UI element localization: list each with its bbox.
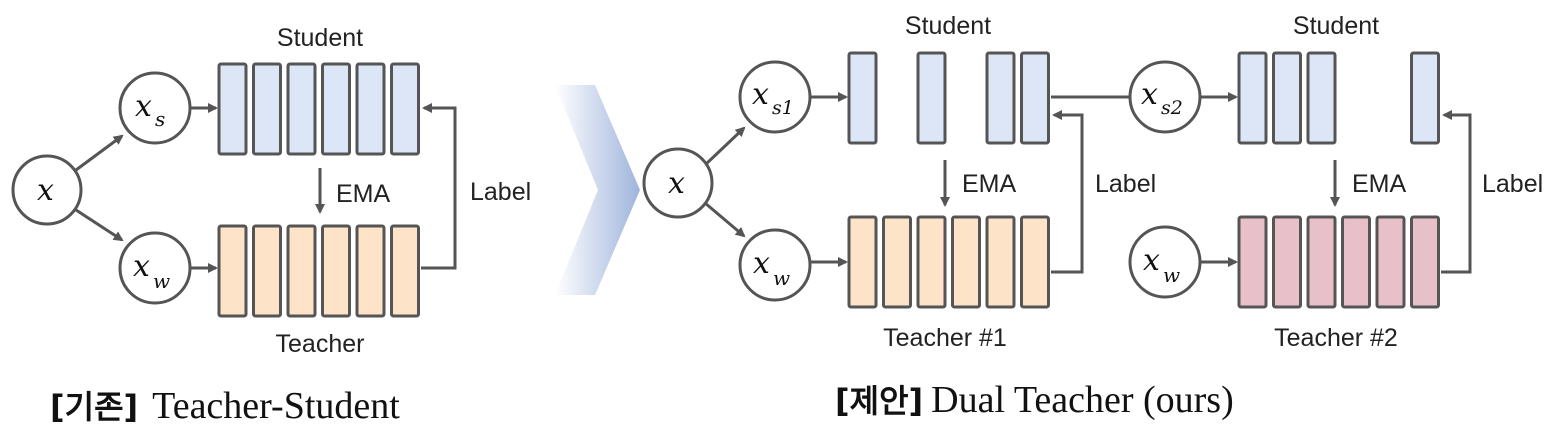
teacher1-label: Teacher #1 — [883, 324, 1007, 352]
label-feedback-arrow-1 — [1051, 110, 1084, 274]
teacher-label: Teacher — [276, 330, 365, 358]
left-teacher-layer — [355, 224, 386, 318]
right-student1-layer — [985, 51, 1016, 145]
arrow-x-to-xw — [75, 208, 124, 242]
label-feedback-arrow-2 — [1441, 110, 1472, 274]
node-x — [11, 154, 83, 226]
arrow-x-to-xw1 — [704, 201, 746, 238]
left-teacher-layer — [217, 224, 248, 318]
right-teacher2-layer — [1375, 215, 1406, 309]
node-xs — [118, 71, 192, 145]
right-teacher1-layer — [847, 215, 878, 309]
left-student-layer — [252, 62, 282, 156]
label-text-1: Label — [1095, 170, 1156, 198]
node-xs1 — [738, 60, 812, 134]
node-xw1 — [738, 228, 812, 302]
node-x-label: x — [37, 173, 54, 208]
node-xw1-label: x — [753, 246, 770, 281]
student1-label: Student — [905, 12, 991, 40]
right-caption-text: Dual Teacher (ours) — [931, 379, 1234, 421]
right-student2-layer — [1237, 51, 1268, 145]
right-student2-layer — [1306, 51, 1337, 145]
right-teacher2-layer — [1410, 215, 1440, 309]
right-student2-layer — [1410, 51, 1440, 145]
node-xs2-label: x — [1141, 77, 1158, 112]
left-teacher-layer — [286, 224, 317, 318]
node-xs1-sub: s1 — [772, 97, 794, 119]
label-text: Label — [470, 178, 531, 206]
node-xw2-sub: w — [1163, 263, 1180, 287]
left-teacher-layer — [321, 224, 351, 318]
left-teacher-layer — [390, 224, 420, 318]
right-teacher1-layer — [985, 215, 1016, 309]
right-student1-layer — [916, 51, 947, 145]
right-teacher2-layer — [1306, 215, 1337, 309]
ema-label: EMA — [336, 180, 391, 208]
right-teacher1-layer — [882, 215, 912, 309]
ema-label-1: EMA — [962, 170, 1017, 198]
left-student-layer — [355, 62, 386, 156]
right-teacher1-layer — [916, 215, 947, 309]
right-teacher2-layer — [1341, 215, 1371, 309]
right-teacher1-layer — [951, 215, 981, 309]
node-xw2-label: x — [1143, 243, 1160, 278]
arrow-x-to-xs1 — [703, 126, 746, 167]
layer-bars — [217, 51, 1440, 318]
right-student1-layer — [1020, 51, 1050, 145]
label-feedback-arrow — [421, 103, 457, 270]
left-student-layer — [217, 62, 248, 156]
label-text-2: Label — [1482, 170, 1543, 198]
arrow-x-to-xs — [75, 134, 124, 172]
right-teacher2-layer — [1272, 215, 1302, 309]
right-caption-tag: [제안] — [835, 382, 923, 420]
node-xs2-sub: s2 — [1161, 97, 1183, 119]
student-label: Student — [277, 24, 363, 52]
left-caption: [기존] Teacher-Student — [50, 385, 400, 424]
node-xw2 — [1128, 225, 1202, 299]
node-xw-label: x — [133, 249, 150, 284]
node-xs-sub: s — [155, 107, 165, 131]
right-teacher1-layer — [1020, 215, 1050, 309]
right-student1-layer — [847, 51, 878, 145]
right-caption: [제안]Dual Teacher (ours) — [835, 379, 1234, 421]
left-student-layer — [286, 62, 317, 156]
node-x-label: x — [668, 166, 685, 201]
node-xs1-label: x — [752, 77, 769, 112]
transition-chevron-icon — [555, 85, 640, 295]
node-xs2 — [1128, 60, 1202, 134]
node-xw-sub: w — [153, 269, 170, 293]
node-xw — [118, 231, 192, 305]
ema-label-2: EMA — [1352, 170, 1407, 198]
left-student-layer — [321, 62, 351, 156]
left-student-layer — [390, 62, 420, 156]
teacher2-label: Teacher #2 — [1274, 324, 1398, 352]
right-student2-layer — [1272, 51, 1302, 145]
student2-label: Student — [1293, 12, 1379, 40]
left-teacher-layer — [252, 224, 282, 318]
right-teacher2-layer — [1237, 215, 1268, 309]
right-diagram — [642, 60, 1472, 302]
left-caption-tag: [기존] — [50, 388, 138, 424]
node-xs-label: x — [135, 89, 152, 124]
node-x — [642, 147, 714, 219]
left-caption-text: Teacher-Student — [152, 385, 400, 424]
left-diagram — [11, 71, 457, 305]
node-xw1-sub: w — [773, 266, 790, 290]
